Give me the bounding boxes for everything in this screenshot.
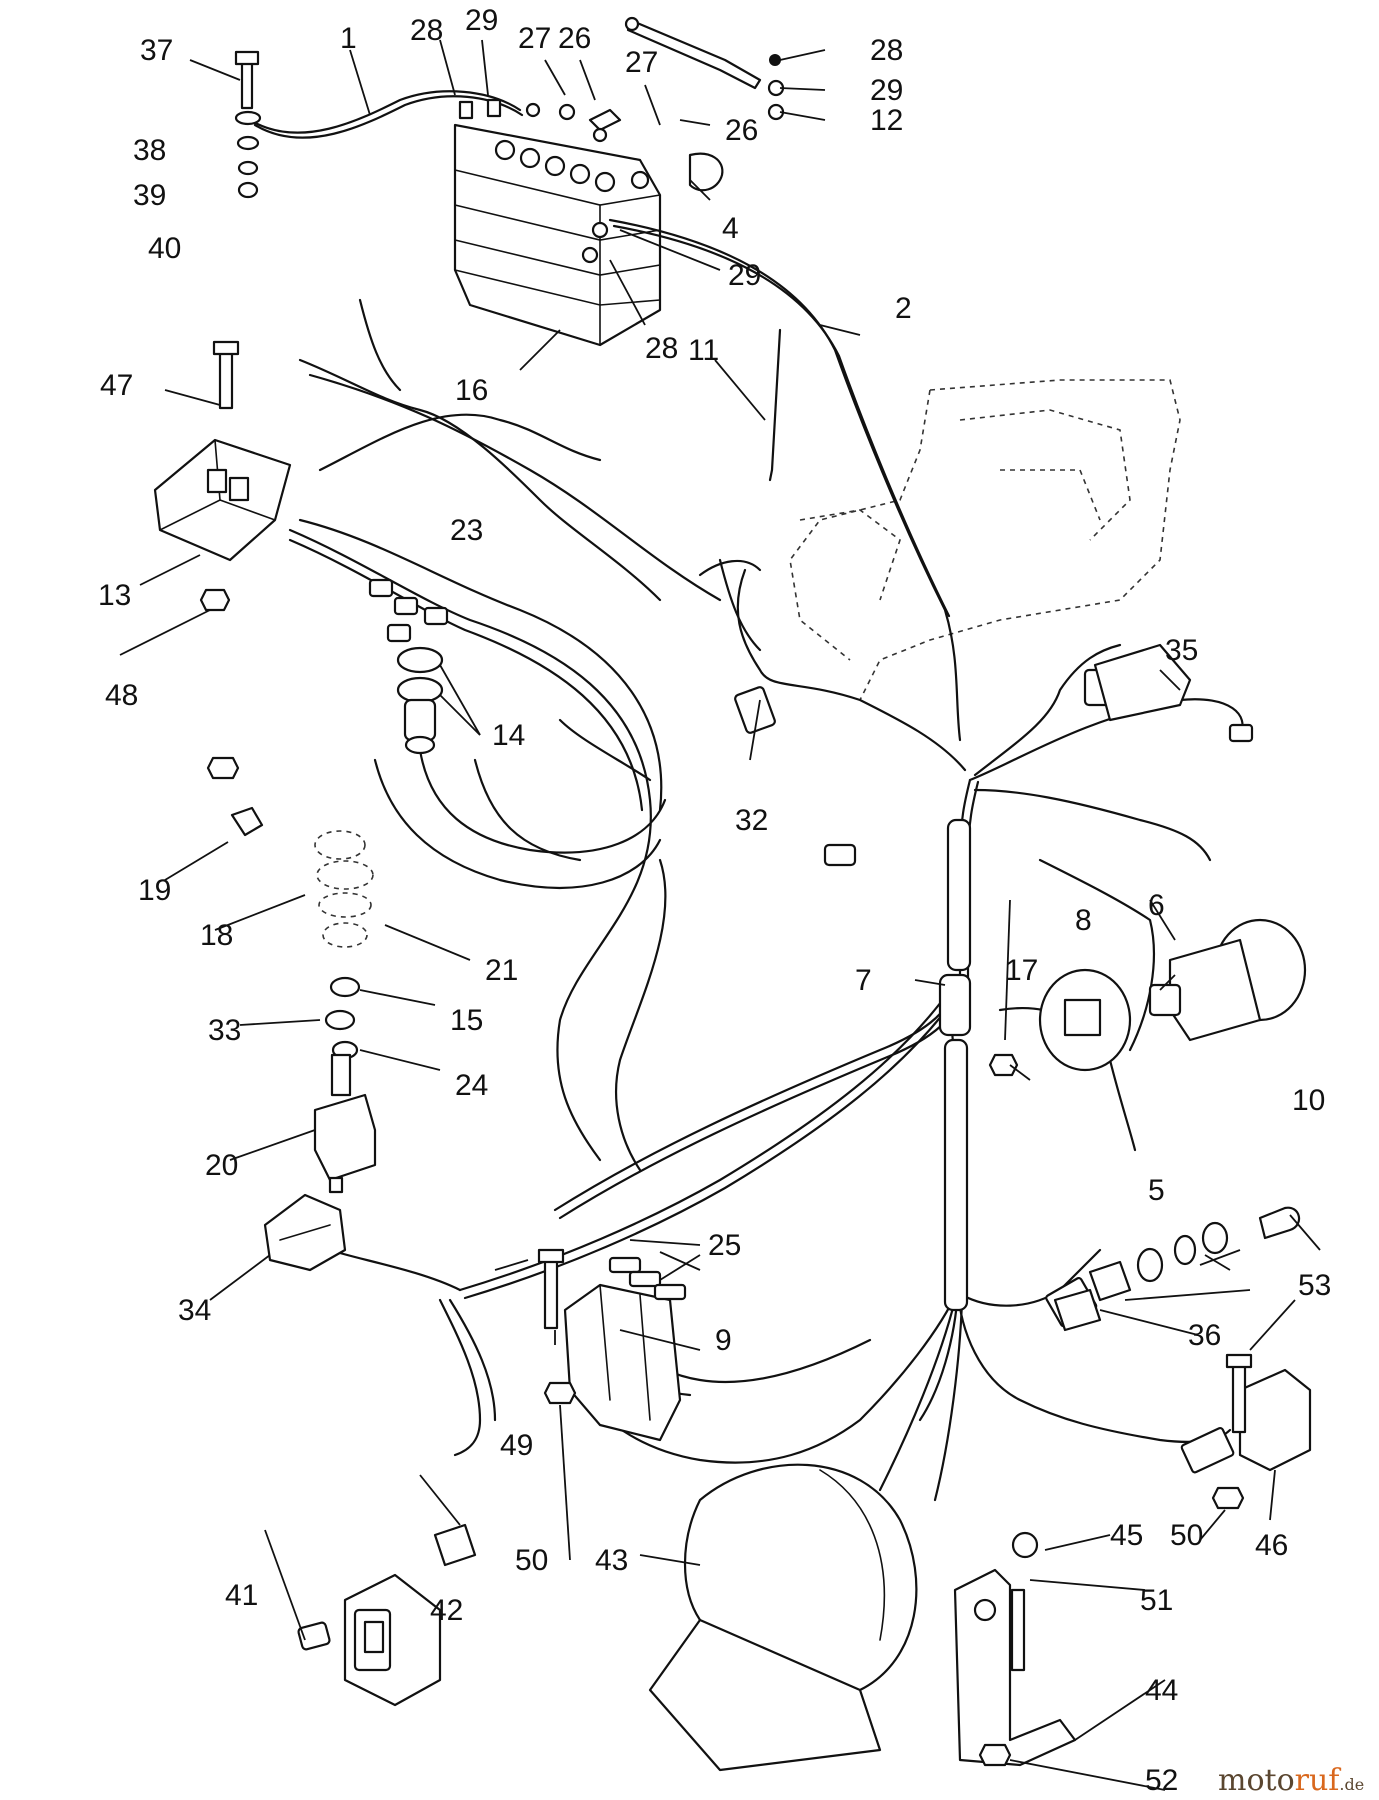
- callout-36: 35: [1165, 634, 1198, 667]
- callout-39: 39: [133, 179, 166, 212]
- callout-35: 33: [208, 1014, 241, 1047]
- callout-29b: 29: [870, 74, 903, 107]
- engine-outline: [789, 379, 1181, 701]
- bolt-49: [537, 1248, 577, 1405]
- leader-lines: [119, 39, 1321, 1791]
- callout-28c: 28: [645, 332, 678, 365]
- battery: [453, 123, 662, 347]
- callout-17: 17: [1005, 954, 1038, 987]
- callout-29c: 29: [728, 259, 761, 292]
- callout-42: 42: [430, 1594, 463, 1627]
- watermark: motoruf.de: [1218, 1763, 1364, 1798]
- callout-9: 9: [715, 1324, 732, 1357]
- callout-49: 49: [500, 1429, 533, 1462]
- svg-text:motoruf.de: motoruf.de: [1218, 1763, 1364, 1798]
- ignition-module: [153, 340, 292, 780]
- callout-2: 2: [895, 292, 912, 325]
- callout-6: 6: [1148, 889, 1165, 922]
- callout-38: 38: [133, 134, 166, 167]
- callout-43: 43: [595, 1544, 628, 1577]
- callout-53: 53: [1298, 1269, 1331, 1302]
- watermark-part3: .de: [1339, 1775, 1364, 1794]
- callout-27a: 27: [518, 22, 551, 55]
- callout-15: 15: [450, 1004, 483, 1037]
- callout-47: 47: [100, 369, 133, 402]
- callout-7: 7: [855, 964, 872, 997]
- callout-44: 44: [1145, 1674, 1178, 1707]
- callout-20: 20: [205, 1149, 238, 1182]
- callout-37: 37: [140, 34, 173, 67]
- horn-43: [648, 1463, 918, 1772]
- switch-parts-14: [396, 646, 444, 755]
- watermark-part2: ruf: [1295, 1763, 1342, 1798]
- rocker-switch-42: [297, 1523, 477, 1707]
- callout-8: 8: [1075, 904, 1092, 937]
- callout-28a: 28: [410, 14, 443, 47]
- callout-11: 11: [688, 334, 719, 367]
- switch-rings: [314, 830, 374, 1060]
- callout-27b: 27: [625, 46, 658, 79]
- callout-50a: 50: [515, 1544, 548, 1577]
- callout-labels: 37 1 28 29 27 26 27 26 28 29 12 38 39 40…: [98, 4, 1331, 1797]
- ground-strap: [624, 16, 785, 121]
- callout-4: 4: [722, 212, 739, 245]
- gauge-6: [1148, 918, 1307, 1042]
- callout-23: 23: [450, 514, 483, 547]
- callout-52: 52: [1145, 1764, 1178, 1797]
- switch-20: [313, 1053, 377, 1194]
- callout-32: 32: [735, 804, 768, 837]
- callout-29a: 29: [465, 4, 498, 37]
- callout-48: 48: [105, 679, 138, 712]
- callout-13: 13: [98, 579, 131, 612]
- callout-40: 40: [148, 232, 181, 265]
- callout-34: 36: [1188, 1319, 1221, 1352]
- callout-24: 24: [455, 1069, 488, 1102]
- callout-41: 41: [225, 1579, 258, 1612]
- bolt-stack-37-40: [234, 50, 262, 199]
- callout-16: 16: [455, 374, 488, 407]
- rod-11: [768, 328, 782, 482]
- callout-33: 34: [178, 1294, 211, 1327]
- callout-51: 51: [1140, 1584, 1173, 1617]
- callout-21: 21: [485, 954, 518, 987]
- callout-25: 25: [708, 1229, 741, 1262]
- connector-block-33: [263, 1193, 347, 1272]
- harness-conduit: [938, 818, 972, 1312]
- callout-10: 10: [1292, 1084, 1325, 1117]
- watermark-part1: moto: [1218, 1763, 1295, 1798]
- fuse-block-9: [563, 1256, 687, 1442]
- callout-26a: 26: [558, 22, 591, 55]
- callout-5: 5: [1148, 1174, 1165, 1207]
- bracket-44: [953, 1531, 1077, 1767]
- ignition-switch-5: [1053, 1206, 1301, 1332]
- connector-36: [1093, 643, 1192, 722]
- callout-1: 1: [340, 22, 357, 55]
- callout-28b: 28: [870, 34, 903, 67]
- callout-26b: 26: [725, 114, 758, 147]
- plate-8: [988, 968, 1132, 1077]
- callout-12: 12: [870, 104, 903, 137]
- callout-19: 19: [138, 874, 171, 907]
- callout-18: 18: [200, 919, 233, 952]
- callout-46: 46: [1255, 1529, 1288, 1562]
- battery-hardware: [458, 98, 724, 192]
- relay-46: [1211, 1353, 1312, 1510]
- callout-50b: 50: [1170, 1519, 1203, 1552]
- callout-14: 14: [492, 719, 525, 752]
- cable-23: [230, 373, 722, 837]
- callout-45: 45: [1110, 1519, 1143, 1552]
